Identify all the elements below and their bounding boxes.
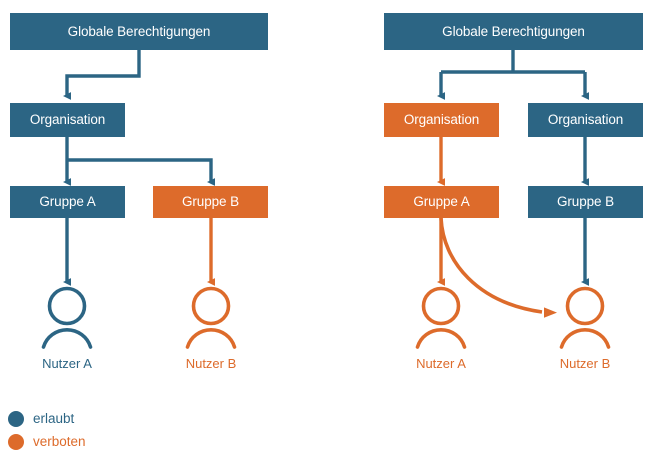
right-node-organisation-left[interactable]: Organisation <box>384 103 499 137</box>
left-label-user-b: Nutzer B <box>185 356 237 371</box>
left-label-user-a: Nutzer A <box>42 356 92 371</box>
right-connector-global-to-orgs <box>437 50 590 100</box>
legend: erlaubt verboten <box>8 407 188 453</box>
left-node-group-b[interactable]: Gruppe B <box>153 186 268 218</box>
right-node-global-permissions[interactable]: Globale Berechtigungen <box>384 13 643 50</box>
left-person-icon-user-b <box>185 286 237 349</box>
legend-label-allowed: erlaubt <box>33 410 75 426</box>
right-node-group-a[interactable]: Gruppe A <box>384 186 499 218</box>
left-node-organisation[interactable]: Organisation <box>10 103 125 137</box>
legend-item-allowed: erlaubt <box>8 407 188 430</box>
right-label-user-a: Nutzer A <box>416 356 466 371</box>
right-node-organisation-right[interactable]: Organisation <box>528 103 643 137</box>
right-person-icon-user-a <box>415 286 467 349</box>
right-label-user-b: Nutzer B <box>559 356 611 371</box>
left-connector-org-to-groups <box>63 137 216 186</box>
left-node-global-permissions[interactable]: Globale Berechtigungen <box>10 13 268 50</box>
right-connector-groupa-to-userb-curved <box>439 217 557 318</box>
left-node-group-a[interactable]: Gruppe A <box>10 186 125 218</box>
left-person-icon-user-a <box>41 286 93 349</box>
circle-icon <box>8 410 24 427</box>
right-person-icon-user-b <box>559 286 611 349</box>
legend-item-forbidden: verboten <box>8 430 188 453</box>
legend-label-forbidden: verboten <box>33 433 86 449</box>
circle-icon <box>8 433 24 450</box>
left-connector-global-to-org <box>63 50 141 100</box>
right-node-group-b[interactable]: Gruppe B <box>528 186 643 218</box>
